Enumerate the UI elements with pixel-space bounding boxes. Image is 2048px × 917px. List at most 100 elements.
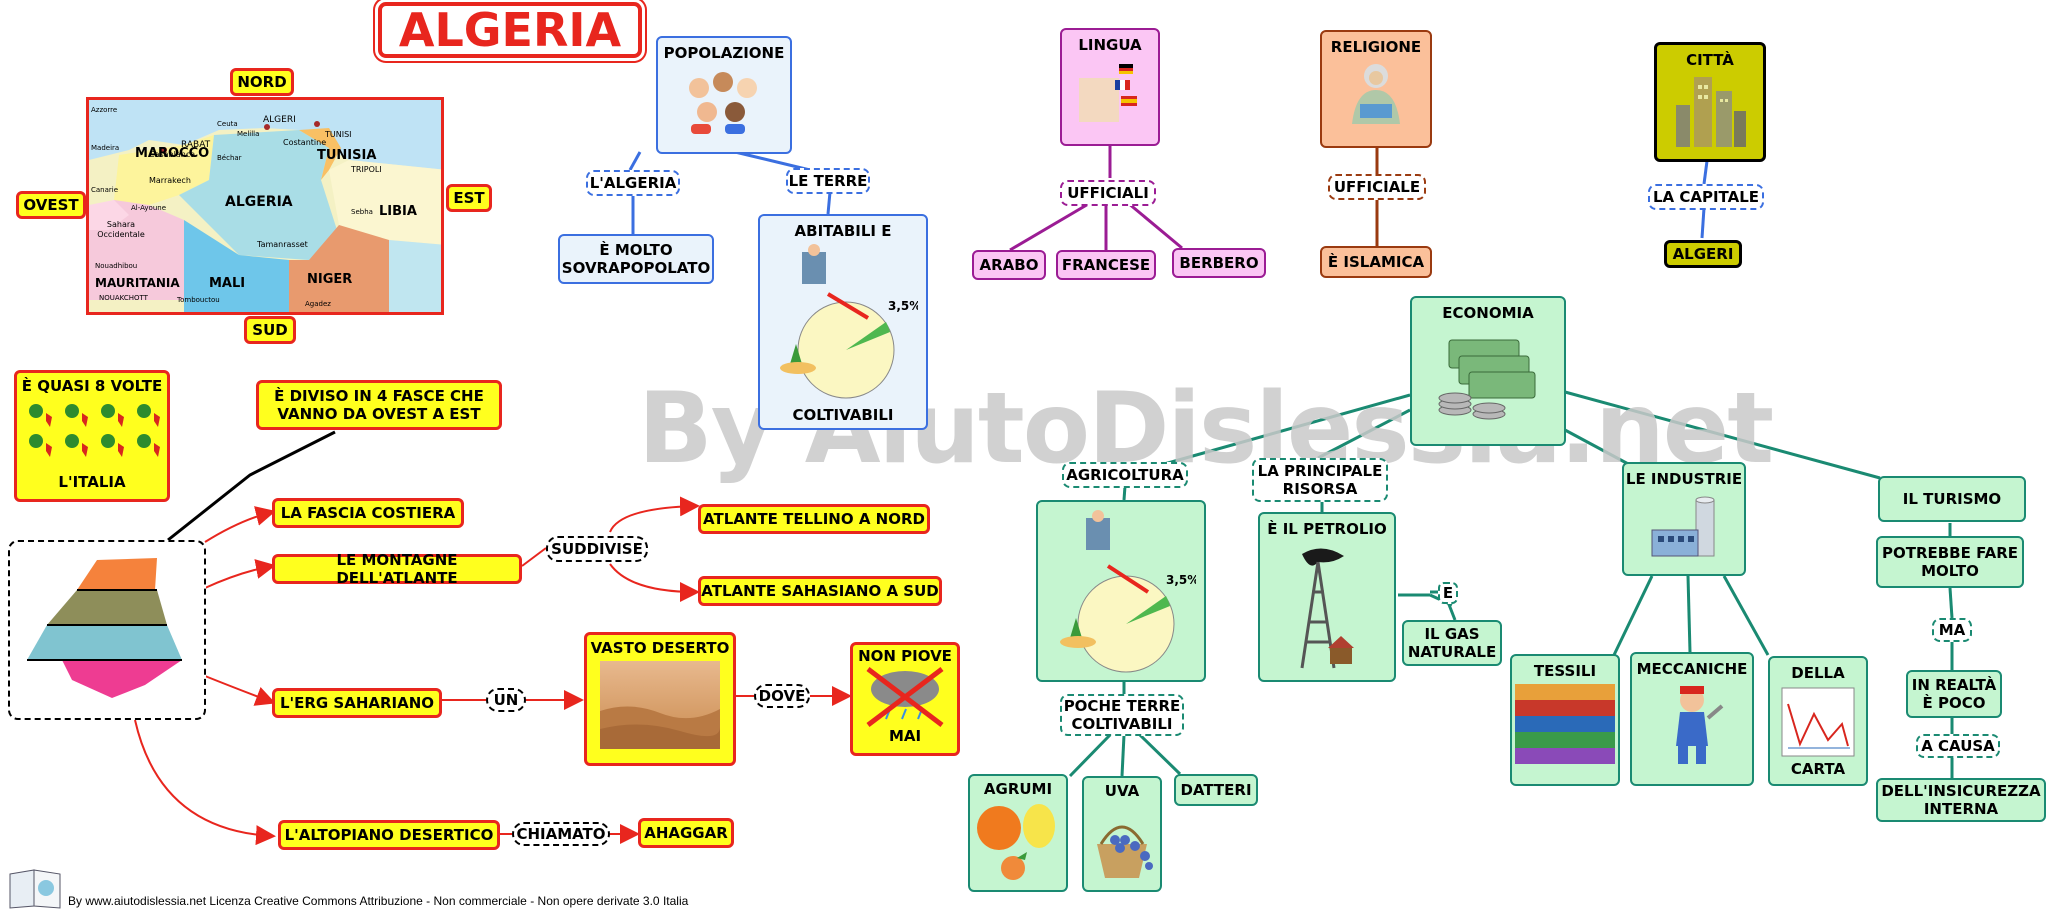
- fabrics-image: [1515, 684, 1615, 764]
- popolazione-percent: 3,5%: [888, 299, 918, 313]
- map-label-agadez: Agadez: [305, 300, 331, 308]
- map-label-tamanrasset: Tamanrasset: [257, 240, 308, 249]
- map-label-azzorre: Azzorre: [91, 106, 118, 114]
- atlante-sahariano-box: ATLANTE SAHASIANO A SUD: [698, 576, 942, 606]
- lingua-arabo: ARABO: [972, 250, 1046, 280]
- datteri-box: DATTERI: [1174, 774, 1258, 806]
- lingua-francese: FRANCESE: [1056, 250, 1156, 280]
- mechanic-icon: [1676, 686, 1724, 764]
- popolazione-title: POPOLAZIONE: [663, 44, 785, 62]
- religione-box: RELIGIONE: [1320, 30, 1432, 148]
- paper-chart-icon: [1781, 687, 1855, 757]
- montagne-atlante-box: LE MONTAGNE DELL'ATLANTE: [272, 551, 522, 587]
- poche-terre-label: POCHE TERRE COLTIVABILI: [1060, 694, 1184, 736]
- carta-text: CARTA: [1790, 760, 1846, 778]
- money-stack-icon: [1438, 339, 1536, 420]
- industrie-text: LE INDUSTRIE: [1625, 470, 1743, 488]
- map-label-algeri: ALGERI: [263, 115, 296, 125]
- altopiano-desertico-box: L'ALTOPIANO DESERTICO: [278, 820, 500, 850]
- citta-algeri: ALGERI: [1664, 240, 1742, 268]
- atlante-tellino-box: ATLANTE TELLINO A NORD: [698, 504, 930, 534]
- algeria-bands-box: [8, 540, 206, 720]
- religione-islamica: È ISLAMICA: [1320, 246, 1432, 278]
- citta-title: CITTÀ: [1686, 51, 1734, 69]
- map-label-algeria: ALGERIA: [225, 194, 293, 210]
- terre-abitabili-box: ABITABILI E 3,5% COLTIVABILI: [758, 214, 928, 430]
- map-label-marrakech: Marrakech: [149, 176, 191, 185]
- coltivabili-text: COLTIVABILI: [792, 406, 894, 424]
- industrie-box: LE INDUSTRIE: [1622, 462, 1746, 576]
- lingua-ufficiali-label: UFFICIALI: [1060, 180, 1156, 206]
- map-label-tunisi: TUNISI: [325, 130, 352, 139]
- carta-box: DELLA CARTA: [1768, 656, 1868, 786]
- economia-title: ECONOMIA: [1442, 304, 1534, 322]
- praying-man-icon: [1352, 64, 1400, 124]
- economia-percent: 3,5%: [1166, 573, 1196, 587]
- ma-label: MA: [1932, 618, 1972, 642]
- italia-comparison-box: È QUASI 8 VOLTE L'ITALIA: [14, 370, 170, 502]
- realta-box: IN REALTÀ È POCO: [1906, 670, 2002, 718]
- algeria-bands-illustration: [27, 558, 182, 698]
- vasto-deserto-box: VASTO DESERTO: [584, 632, 736, 766]
- petrolio-text: È IL PETROLIO: [1267, 520, 1387, 538]
- map-label-nouadhibou: Nouadhibou: [95, 262, 138, 270]
- map-illustration: [89, 100, 441, 312]
- map-east-label: EST: [446, 184, 492, 212]
- desert-image: [600, 661, 720, 749]
- religione-ufficiale-label: UFFICIALE: [1328, 174, 1426, 200]
- map-label-nouakchott: NOUAKCHOTT: [99, 294, 148, 302]
- della-text: DELLA: [1791, 664, 1845, 682]
- map-label-libia: LIBIA: [379, 204, 417, 219]
- sovrapopolato-box: È MOLTO SOVRAPOPOLATO: [558, 234, 714, 284]
- tessili-text: TESSILI: [1533, 662, 1597, 680]
- insicurezza-box: DELL'INSICUREZZA INTERNA: [1876, 778, 2046, 822]
- uva-text: UVA: [1104, 782, 1140, 800]
- map-label-casablanca: Casablanca: [149, 150, 196, 159]
- map-label-marocco: MAROCCO: [135, 146, 210, 161]
- italia-bottom-text: L'ITALIA: [58, 473, 126, 491]
- lingua-title: LINGUA: [1078, 36, 1142, 54]
- book-logo-icon: [8, 866, 62, 910]
- no-rain-icon: [866, 667, 944, 727]
- map-label-ceuta: Ceuta: [217, 120, 238, 128]
- tessili-box: TESSILI: [1510, 654, 1620, 786]
- citta-box: CITTÀ: [1654, 42, 1766, 162]
- erg-sahariano-box: L'ERG SAHARIANO: [272, 688, 442, 718]
- map-south-label: SUD: [244, 316, 296, 344]
- city-skyline-icon: [1676, 77, 1746, 147]
- turismo-box: IL TURISMO: [1878, 476, 2026, 522]
- mai-text: MAI: [888, 727, 922, 745]
- economia-box: ECONOMIA: [1410, 296, 1566, 446]
- map-label-tripoli: TRIPOLI: [351, 165, 382, 174]
- map-label-sebha: Sebha: [351, 208, 373, 216]
- e-label: E: [1438, 582, 1458, 604]
- map-label-melilla: Melilla: [237, 130, 260, 138]
- oil-derrick-icon: [1300, 548, 1354, 669]
- map-label-niger: NIGER: [307, 272, 353, 287]
- map-label-madeira: Madeira: [91, 144, 120, 152]
- agrumi-text: AGRUMI: [983, 780, 1053, 798]
- agrumi-box: AGRUMI: [968, 774, 1068, 892]
- italy-icons: [29, 404, 160, 457]
- fascia-costiera-box: LA FASCIA COSTIERA: [272, 498, 464, 528]
- popolazione-algeria-label: L'ALGERIA: [586, 170, 680, 196]
- map-label-canarie: Canarie: [91, 186, 119, 194]
- citrus-icon: [977, 804, 1055, 880]
- page-title: ALGERIA: [378, 2, 642, 58]
- people-group-icon: [689, 72, 757, 134]
- meccaniche-text: MECCANICHE: [1636, 660, 1748, 678]
- chiamato-label: CHIAMATO: [512, 822, 610, 846]
- fasce-diviso-box: È DIVISO IN 4 FASCE CHE VANNO DA OVEST A…: [256, 380, 502, 430]
- abitabili-text: ABITABILI E: [794, 222, 892, 240]
- petrolio-box: È IL PETROLIO: [1258, 512, 1396, 682]
- agricoltura-box: 3,5%: [1036, 500, 1206, 682]
- agricoltura-label: AGRICOLTURA: [1062, 462, 1188, 488]
- le-terre-label: LE TERRE: [786, 168, 870, 194]
- agricoltura-pie-illustration: 3,5%: [1060, 510, 1196, 673]
- map-label-sahara: Sahara Occidentale: [97, 220, 145, 239]
- map-label-tombouctou: Tombouctou: [177, 296, 220, 304]
- map-label-bechar: Béchar: [217, 154, 242, 162]
- religione-title: RELIGIONE: [1330, 38, 1422, 56]
- lingua-box: LINGUA: [1060, 28, 1160, 146]
